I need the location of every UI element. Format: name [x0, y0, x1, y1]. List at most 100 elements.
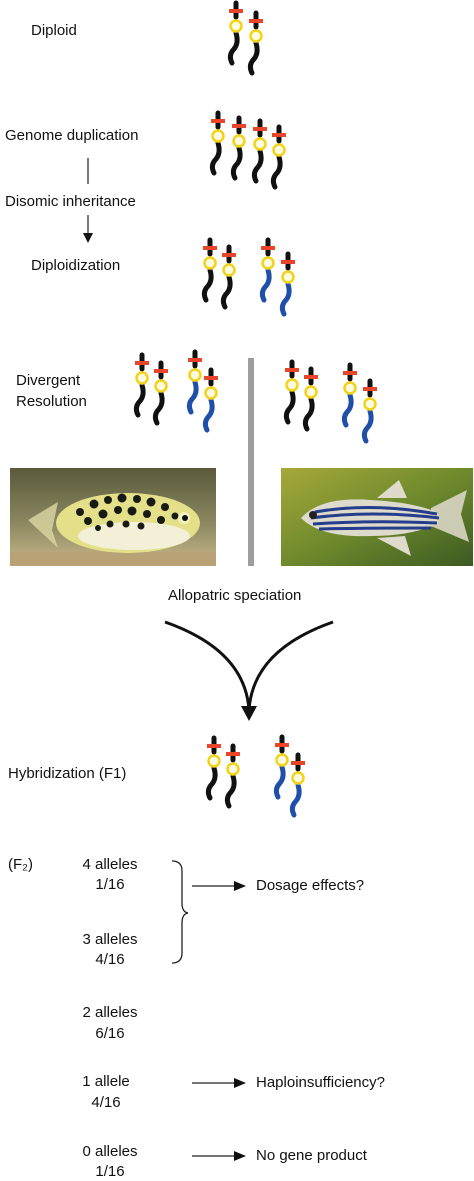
label-genome-duplication: Genome duplication	[5, 127, 139, 144]
divider-line	[248, 358, 254, 566]
pufferfish-illustration	[10, 468, 216, 566]
chromosome-lower-arm-black	[302, 396, 315, 432]
gene-locus-marker	[188, 358, 202, 362]
centromere-ring	[272, 143, 286, 157]
f2-alleles-1: 1 allele	[82, 1073, 130, 1090]
striped-zebrafish-photo	[281, 468, 473, 566]
chromosome-lower-arm-black	[251, 148, 264, 184]
chromosome-lower-arm-blue	[273, 764, 286, 800]
gene-locus-marker	[203, 246, 217, 250]
gene-locus-marker	[226, 752, 240, 756]
down-arrow-head	[83, 233, 93, 243]
f2-frequency-4: 1/16	[95, 876, 125, 893]
gene-locus-marker	[261, 246, 275, 250]
chromosome-lower-arm-blue	[361, 408, 374, 444]
centromere-ring	[285, 378, 299, 392]
f2-alleles-2: 2 alleles	[82, 1004, 138, 1021]
f2-alleles-0: 0 alleles	[82, 1143, 138, 1160]
gene-locus-marker	[222, 253, 236, 257]
gene-locus-marker	[253, 127, 267, 131]
centromere-ring	[222, 263, 236, 277]
chromosome-lower-arm-black	[247, 40, 260, 76]
gene-locus-marker	[211, 119, 225, 123]
centromere-ring	[232, 134, 246, 148]
chromosome	[279, 251, 295, 317]
chromosome-group	[133, 0, 377, 818]
chromosome-lower-arm-black	[201, 267, 214, 303]
gene-locus-marker	[275, 743, 289, 747]
centromere-ring	[343, 381, 357, 395]
chromosome	[341, 362, 357, 428]
gene-locus-marker	[207, 744, 221, 748]
centromere-ring	[204, 386, 218, 400]
chromosome-lower-arm-blue	[259, 267, 272, 303]
gene-locus-marker	[249, 19, 263, 23]
centromere-ring	[229, 19, 243, 33]
chromosome	[209, 110, 225, 176]
arrow-dosage-head	[234, 881, 246, 891]
gene-locus-marker	[232, 124, 246, 128]
chromosome-lower-arm-black	[220, 274, 233, 310]
chromosome	[259, 237, 275, 303]
centromere-ring	[188, 368, 202, 382]
chromosome	[133, 352, 149, 418]
chromosome	[186, 349, 202, 415]
gene-locus-marker	[204, 376, 218, 380]
gene-locus-marker	[272, 133, 286, 137]
chromosome	[220, 244, 236, 310]
chromosome-lower-arm-black	[209, 140, 222, 176]
centromere-ring	[304, 385, 318, 399]
chromosome-lower-arm-blue	[289, 782, 302, 818]
gene-locus-marker	[285, 368, 299, 372]
gene-locus-marker	[291, 761, 305, 765]
chromosome	[251, 118, 267, 184]
label-allopatric-speciation: Allopatric speciation	[168, 587, 302, 604]
chromosome-lower-arm-black	[152, 390, 165, 426]
gene-locus-marker	[229, 9, 243, 13]
centromere-ring	[249, 29, 263, 43]
chromosome-lower-arm-black	[227, 30, 240, 66]
gene-locus-marker	[135, 361, 149, 365]
f2-frequency-1: 4/16	[91, 1094, 121, 1111]
label-f2: (F₂)	[8, 856, 33, 873]
centromere-ring	[275, 753, 289, 767]
chromosome-lower-arm-blue	[279, 281, 292, 317]
chromosome-lower-arm-black	[133, 382, 146, 418]
chromosome-lower-arm-blue	[186, 379, 199, 415]
zebrafish-illustration	[281, 468, 473, 566]
chromosome	[247, 10, 263, 76]
chromosome	[302, 366, 318, 432]
gene-locus-marker	[363, 387, 377, 391]
centromere-ring	[154, 379, 168, 393]
outcome-haploinsufficiency: Haploinsufficiency?	[256, 1074, 385, 1091]
arrow-haplo-head	[234, 1078, 246, 1088]
centromere-ring	[211, 129, 225, 143]
chromosome-lower-arm-blue	[341, 392, 354, 428]
chromosome	[224, 743, 240, 809]
chromosome-lower-arm-black	[230, 145, 243, 181]
chromosome-lower-arm-black	[205, 765, 218, 801]
f2-alleles-3: 3 alleles	[82, 931, 138, 948]
chromosome	[230, 115, 246, 181]
f2-frequency-2: 6/16	[95, 1025, 125, 1042]
label-diploid: Diploid	[31, 22, 77, 39]
f2-frequency-0: 1/16	[95, 1163, 125, 1180]
f2-alleles-4: 4 alleles	[82, 856, 138, 873]
centromere-ring	[281, 270, 295, 284]
label-divergent: Divergent	[16, 372, 81, 389]
gene-locus-marker	[304, 375, 318, 379]
chromosome	[152, 360, 168, 426]
chromosome-lower-arm-black	[283, 389, 296, 425]
centromere-ring	[203, 256, 217, 270]
chromosome-lower-arm-black	[224, 773, 237, 809]
f2-brace	[171, 860, 189, 964]
centromere-ring	[226, 762, 240, 776]
chromosome	[283, 359, 299, 425]
outcome-no-gene-product: No gene product	[256, 1147, 367, 1164]
label-hybridization: Hybridization (F1)	[8, 765, 127, 782]
merge-arrow-left	[164, 620, 251, 711]
chromosome	[289, 752, 305, 818]
centromere-ring	[261, 256, 275, 270]
chromosome	[205, 735, 221, 801]
